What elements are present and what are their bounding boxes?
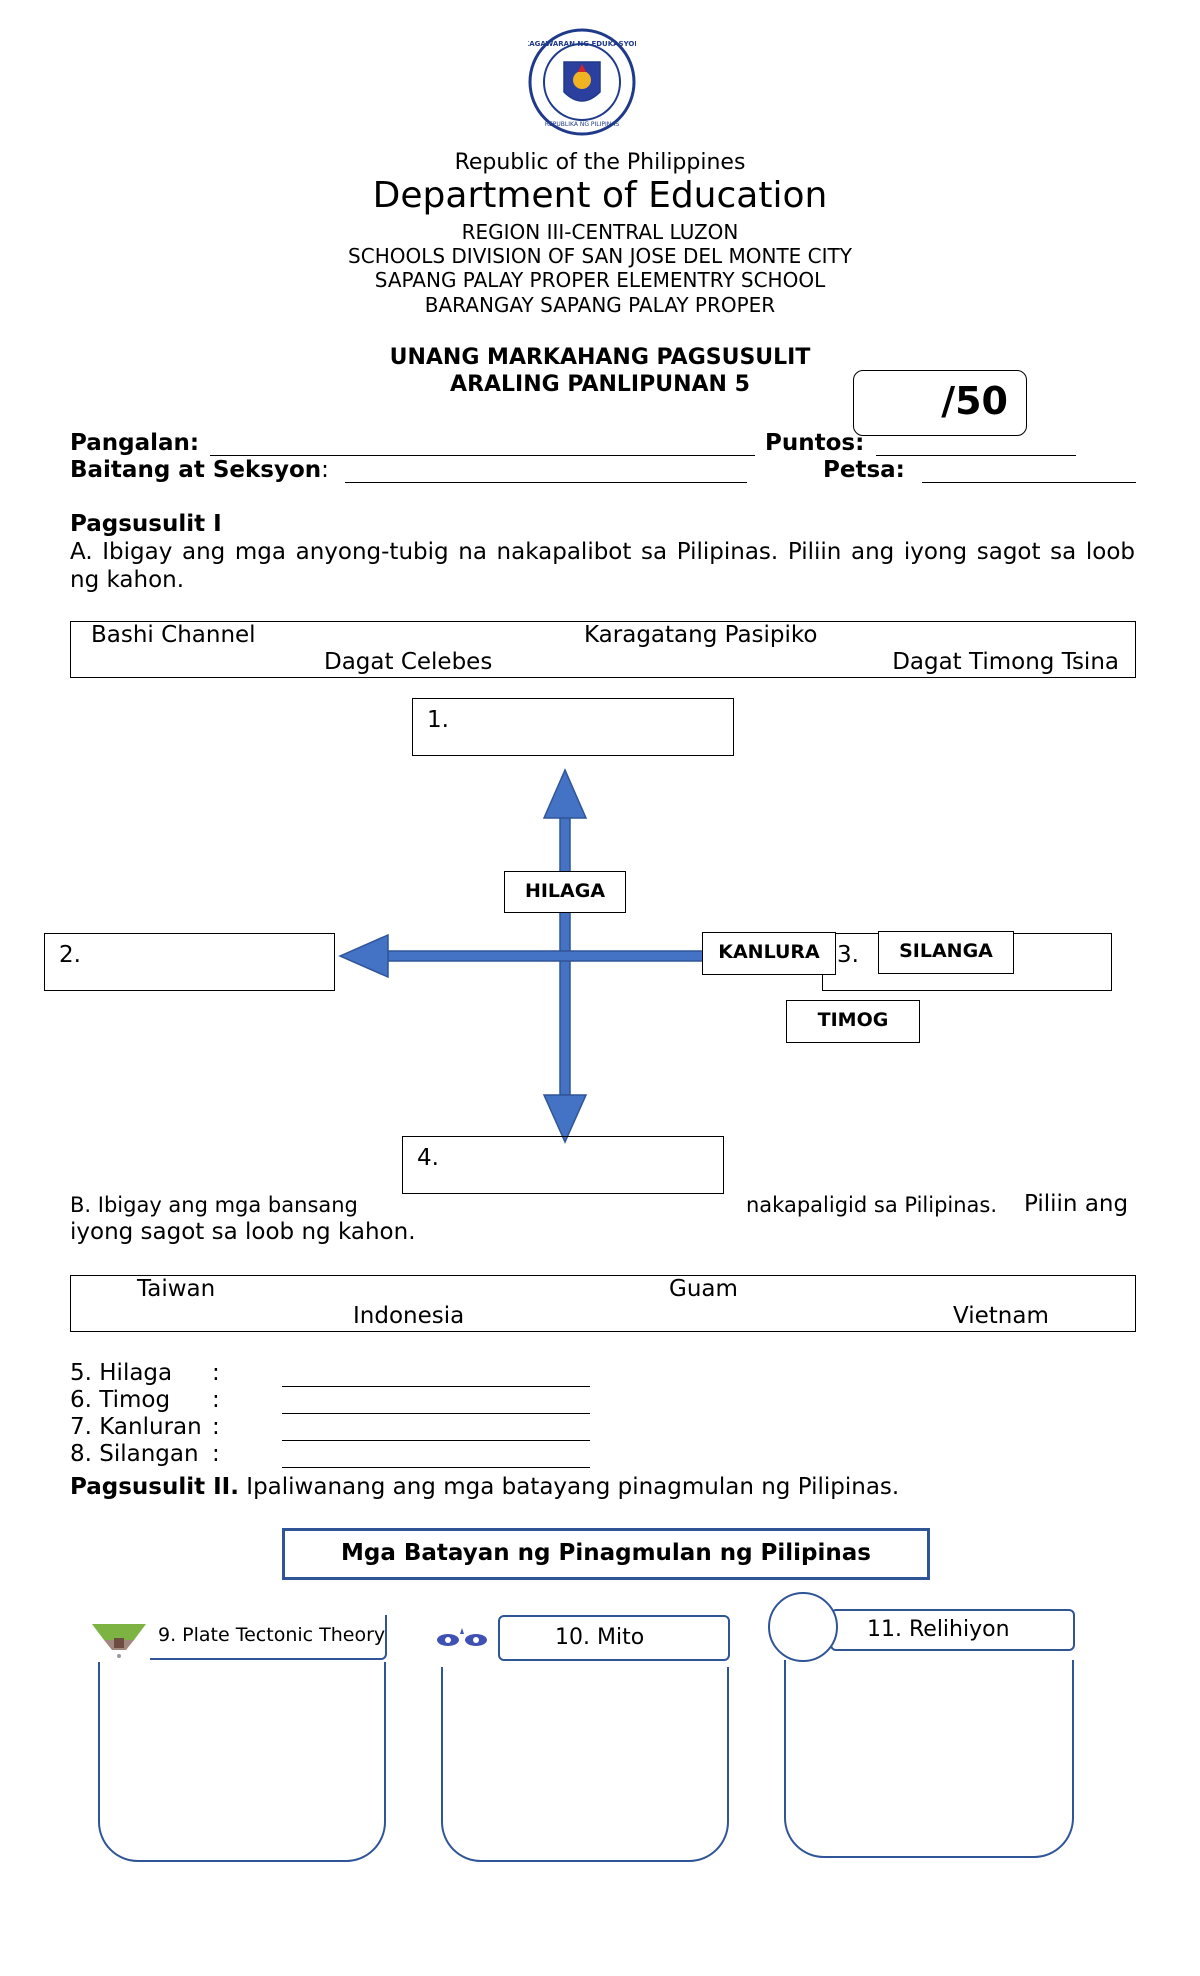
instruction-b-line2: iyong sagot sa loob ng kahon.	[70, 1219, 416, 1245]
west-label: KANLURA	[702, 932, 836, 975]
section-label-wrap: Baitang at Seksyon:	[70, 457, 329, 483]
item-7-answer[interactable]	[282, 1440, 590, 1441]
score-box: /50	[853, 370, 1027, 436]
card-11-title: 11. Relihiyon	[867, 1617, 1010, 1642]
east-label: SILANGA	[878, 931, 1014, 974]
blank-number: 4.	[417, 1145, 439, 1171]
date-field[interactable]	[922, 482, 1136, 483]
section-field[interactable]	[345, 482, 747, 483]
item-6-label: 6. Timog	[70, 1387, 171, 1413]
item-6-colon: :	[212, 1387, 220, 1413]
region-label: REGION III-CENTRAL LUZON	[461, 220, 739, 244]
svg-text:KAGAWARAN NG EDUKASYON: KAGAWARAN NG EDUKASYON	[528, 40, 636, 48]
svg-text:REPUBLIKA NG PILIPINAS: REPUBLIKA NG PILIPINAS	[545, 121, 620, 128]
part2-heading: Pagsusulit II.	[70, 1474, 239, 1500]
division-label: SCHOOLS DIVISION OF SAN JOSE DEL MONTE C…	[348, 244, 852, 268]
choice-item: Karagatang Pasipiko	[584, 622, 818, 648]
north-label: HILAGA	[504, 871, 626, 913]
instruction-b-end: Piliin ang	[1024, 1191, 1129, 1217]
answer-card-10[interactable]	[441, 1667, 729, 1862]
part1-heading: Pagsusulit I	[70, 511, 222, 537]
blank-number: 2.	[59, 942, 81, 968]
choice-item: Dagat Timong Tsina	[892, 649, 1119, 675]
section-banner: Mga Batayan ng Pinagmulan ng Pilipinas	[282, 1528, 930, 1580]
earth-layers-icon	[88, 1610, 150, 1660]
country-item: Guam	[669, 1276, 738, 1302]
item-8-label: 8. Silangan	[70, 1441, 199, 1467]
item-7-label: 7. Kanluran	[70, 1414, 202, 1440]
answer-card-9[interactable]	[98, 1662, 386, 1862]
country-choices-box: Taiwan Guam Indonesia Vietnam	[70, 1275, 1136, 1332]
card-10-header: 10. Mito	[498, 1615, 730, 1661]
name-label: Pangalan:	[70, 430, 200, 456]
section-label: Baitang at Seksyon	[70, 457, 322, 483]
score-label: Puntos:	[765, 430, 865, 456]
score-total: /50	[941, 379, 1008, 423]
item-8-answer[interactable]	[282, 1467, 590, 1468]
blank-number: 1.	[427, 707, 449, 733]
country-item: Taiwan	[137, 1276, 216, 1302]
school-label: SAPANG PALAY PROPER ELEMENTRY SCHOOL	[374, 268, 826, 292]
part2-instruction: Ipaliwanang ang mga batayang pinagmulan …	[246, 1474, 900, 1500]
item-5-label: 5. Hilaga	[70, 1360, 173, 1386]
myth-eyes-icon	[433, 1622, 491, 1656]
card-10-title: 10. Mito	[555, 1625, 645, 1650]
score-field[interactable]	[876, 455, 1076, 456]
item-8-colon: :	[212, 1441, 220, 1467]
subject-title: ARALING PANLIPUNAN 5	[450, 372, 750, 397]
answer-box-2[interactable]: 2.	[44, 933, 335, 991]
item-6-answer[interactable]	[282, 1413, 590, 1414]
choice-item: Bashi Channel	[91, 622, 256, 648]
water-choices-box: Bashi Channel Karagatang Pasipiko Dagat …	[70, 621, 1136, 678]
name-field[interactable]	[210, 455, 755, 456]
exam-title: UNANG MARKAHANG PAGSUSULIT	[389, 345, 811, 370]
item-5-colon: :	[212, 1360, 220, 1386]
country-item: Indonesia	[353, 1303, 465, 1329]
barangay-label: BARANGAY SAPANG PALAY PROPER	[424, 293, 776, 317]
deped-seal: KAGAWARAN NG EDUKASYON REPUBLIKA NG PILI…	[524, 28, 640, 136]
religion-circle-icon	[768, 1592, 838, 1662]
answer-card-11[interactable]	[784, 1660, 1074, 1858]
blank-number: 3.	[837, 942, 859, 968]
choice-item: Dagat Celebes	[324, 649, 493, 675]
item-7-colon: :	[212, 1414, 220, 1440]
country-item: Vietnam	[953, 1303, 1049, 1329]
card-11-header: 11. Relihiyon	[830, 1609, 1075, 1651]
instruction-b-start: B. Ibigay ang mga bansang	[70, 1193, 358, 1217]
compass-arrows	[338, 768, 769, 1144]
part2-line: Pagsusulit II. Ipaliwanang ang mga batay…	[70, 1474, 899, 1500]
answer-box-1[interactable]: 1.	[412, 698, 734, 756]
card-9-title: 9. Plate Tectonic Theory	[158, 1624, 386, 1646]
date-label: Petsa:	[823, 457, 905, 483]
republic-label: Republic of the Philippines	[454, 150, 746, 175]
instruction-b-mid: nakapaligid sa Pilipinas.	[746, 1193, 998, 1217]
card-9-header: 9. Plate Tectonic Theory	[150, 1615, 387, 1660]
part1-instruction: A. Ibigay ang mga anyong-tubig na nakapa…	[70, 539, 1135, 593]
department-title: Department of Education	[372, 175, 828, 216]
south-label: TIMOG	[786, 1000, 920, 1043]
section-colon: :	[321, 457, 329, 483]
answer-box-4[interactable]: 4.	[402, 1136, 724, 1194]
item-5-answer[interactable]	[282, 1386, 590, 1387]
